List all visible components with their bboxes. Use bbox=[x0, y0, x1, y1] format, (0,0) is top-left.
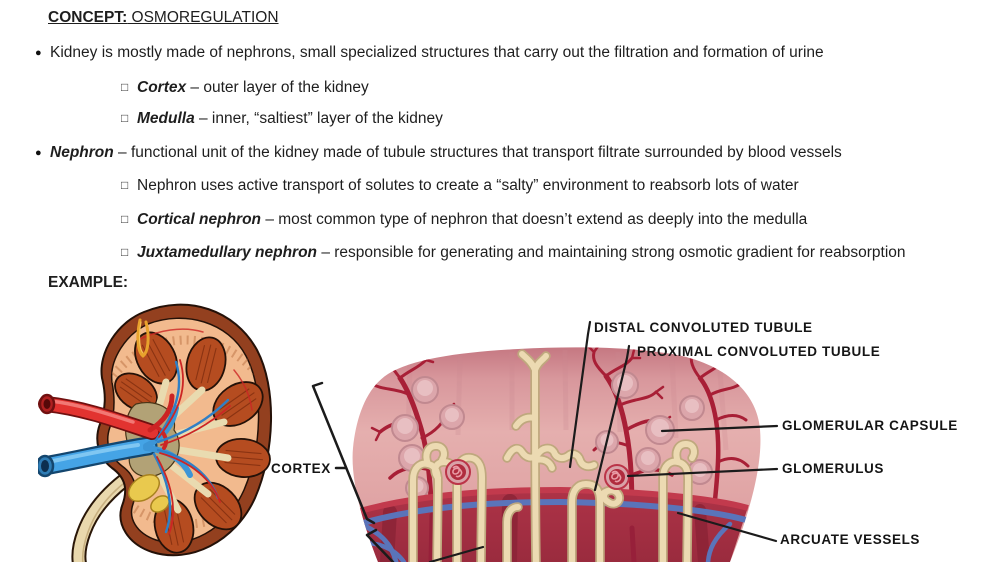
sub-bullet-item: □ Nephron uses active transport of solute… bbox=[121, 177, 799, 195]
bullet-term: Juxtamedullary nephron bbox=[137, 244, 318, 261]
concept-label: CONCEPT: bbox=[48, 9, 128, 26]
nephron-tubules bbox=[408, 349, 699, 562]
bullet-item: ● Kidney is mostly made of nephrons, smal… bbox=[35, 44, 824, 62]
proximal-tubule-leader bbox=[593, 344, 631, 492]
medulla-bracket-start bbox=[365, 528, 395, 562]
bullet-text: – responsible for generating and maintai… bbox=[317, 244, 906, 261]
arcuate-vessels-leader bbox=[676, 511, 778, 543]
kidney-cross-section-illustration bbox=[38, 303, 273, 562]
square-bullet-icon: □ bbox=[121, 212, 129, 226]
cortex-bracket bbox=[311, 381, 376, 525]
bullet-item: ● Nephron – functional unit of the kidney… bbox=[35, 144, 842, 162]
square-bullet-icon: □ bbox=[121, 111, 129, 125]
bullet-text: Kidney is mostly made of nephrons, small… bbox=[50, 44, 824, 61]
square-bullet-icon: □ bbox=[121, 245, 129, 259]
renal-artery bbox=[38, 393, 175, 450]
bullet-icon: ● bbox=[35, 147, 42, 159]
label-glomerulus: GLOMERULUS bbox=[782, 461, 884, 476]
sub-bullet-item: □ Medulla – inner, “saltiest” layer of th… bbox=[121, 110, 443, 128]
boundary-red-band bbox=[352, 486, 749, 516]
bullet-term: Cortical nephron bbox=[137, 211, 262, 228]
label-cortex: CORTEX bbox=[271, 461, 331, 476]
sub-bullet-item: □ Cortical nephron – most common type of … bbox=[121, 211, 807, 229]
distal-tubule-leader bbox=[568, 320, 592, 469]
concept-heading: CONCEPT: OSMOREGULATION bbox=[48, 9, 279, 27]
example-label: EXAMPLE: bbox=[48, 274, 129, 291]
arcuate-vein-band bbox=[352, 498, 747, 529]
bullet-text: – outer layer of the kidney bbox=[186, 79, 369, 96]
nephron-hairpin-highlight bbox=[136, 318, 150, 358]
glomerulus-coils bbox=[445, 459, 630, 490]
ureter bbox=[71, 468, 138, 562]
concept-title: OSMOREGULATION bbox=[127, 9, 279, 26]
bullet-text: – functional unit of the kidney made of … bbox=[113, 144, 842, 161]
square-bullet-icon: □ bbox=[121, 178, 129, 192]
bullet-term: Nephron bbox=[50, 144, 114, 161]
bullet-text: Nephron uses active transport of solutes… bbox=[137, 177, 799, 194]
label-distal-convoluted-tubule: DISTAL CONVOLUTED TUBULE bbox=[594, 320, 813, 335]
sub-bullet-item: □ Juxtamedullary nephron – responsible fo… bbox=[121, 244, 906, 262]
medullary-vessels bbox=[428, 512, 637, 562]
bullet-term: Cortex bbox=[137, 79, 187, 96]
glomerular-capsule-leader bbox=[660, 424, 779, 433]
glomerulus-leader bbox=[626, 467, 779, 478]
label-arcuate-vessels: ARCUATE VESSELS bbox=[780, 532, 921, 547]
label-proximal-convoluted-tubule: PROXIMAL CONVOLUTED TUBULE bbox=[637, 344, 881, 359]
bullet-text: – inner, “saltiest” layer of the kidney bbox=[194, 110, 443, 127]
bottom-leader bbox=[428, 545, 485, 562]
bullet-term: Medulla bbox=[137, 110, 195, 127]
sub-bullet-item: □ Cortex – outer layer of the kidney bbox=[121, 79, 369, 97]
label-leader-lines bbox=[311, 320, 779, 562]
label-glomerular-capsule: GLOMERULAR CAPSULE bbox=[782, 418, 958, 433]
bullet-text: – most common type of nephron that doesn… bbox=[261, 211, 808, 228]
intrarenal-vessels bbox=[137, 328, 253, 535]
square-bullet-icon: □ bbox=[121, 80, 129, 94]
bullet-icon: ● bbox=[35, 47, 42, 59]
nephron-diagram-illustration bbox=[311, 320, 779, 562]
